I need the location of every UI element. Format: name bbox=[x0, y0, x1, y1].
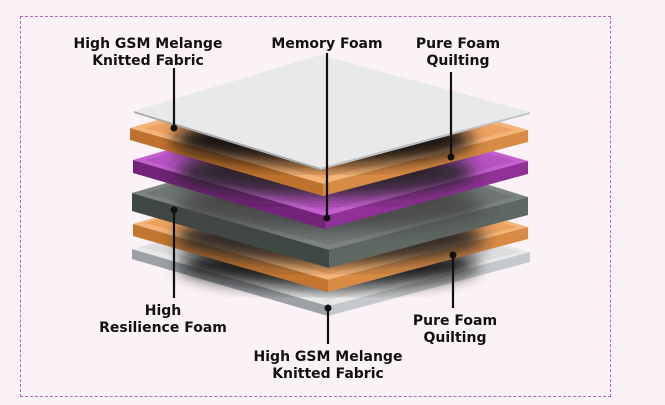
leader-lines bbox=[172, 53, 455, 344]
label-top-right: Pure Foam Quilting bbox=[388, 36, 528, 70]
label-text: High GSM Melange bbox=[253, 349, 403, 365]
diagram-frame bbox=[20, 16, 611, 397]
label-bottom-left: High Resilience Foam bbox=[83, 303, 243, 337]
label-text: Knitted Fabric bbox=[92, 53, 204, 69]
label-top-center: Memory Foam bbox=[222, 36, 432, 53]
page-edge bbox=[640, 0, 665, 405]
label-text: Knitted Fabric bbox=[272, 366, 384, 382]
label-bottom-center: High GSM Melange Knitted Fabric bbox=[218, 349, 438, 383]
label-text: High GSM Melange bbox=[73, 36, 223, 52]
label-text: Resilience Foam bbox=[99, 320, 227, 336]
label-top-left: High GSM Melange Knitted Fabric bbox=[38, 36, 258, 70]
top-fabric-layer bbox=[134, 55, 530, 170]
label-text: Quilting bbox=[423, 330, 487, 346]
label-text: High bbox=[144, 303, 182, 319]
leader-dots bbox=[170, 124, 457, 312]
label-text: Pure Foam bbox=[412, 313, 498, 329]
label-text: Memory Foam bbox=[271, 36, 383, 52]
label-text: Pure Foam bbox=[415, 36, 501, 52]
label-text: Quilting bbox=[426, 53, 490, 69]
label-bottom-right: Pure Foam Quilting bbox=[385, 313, 525, 347]
